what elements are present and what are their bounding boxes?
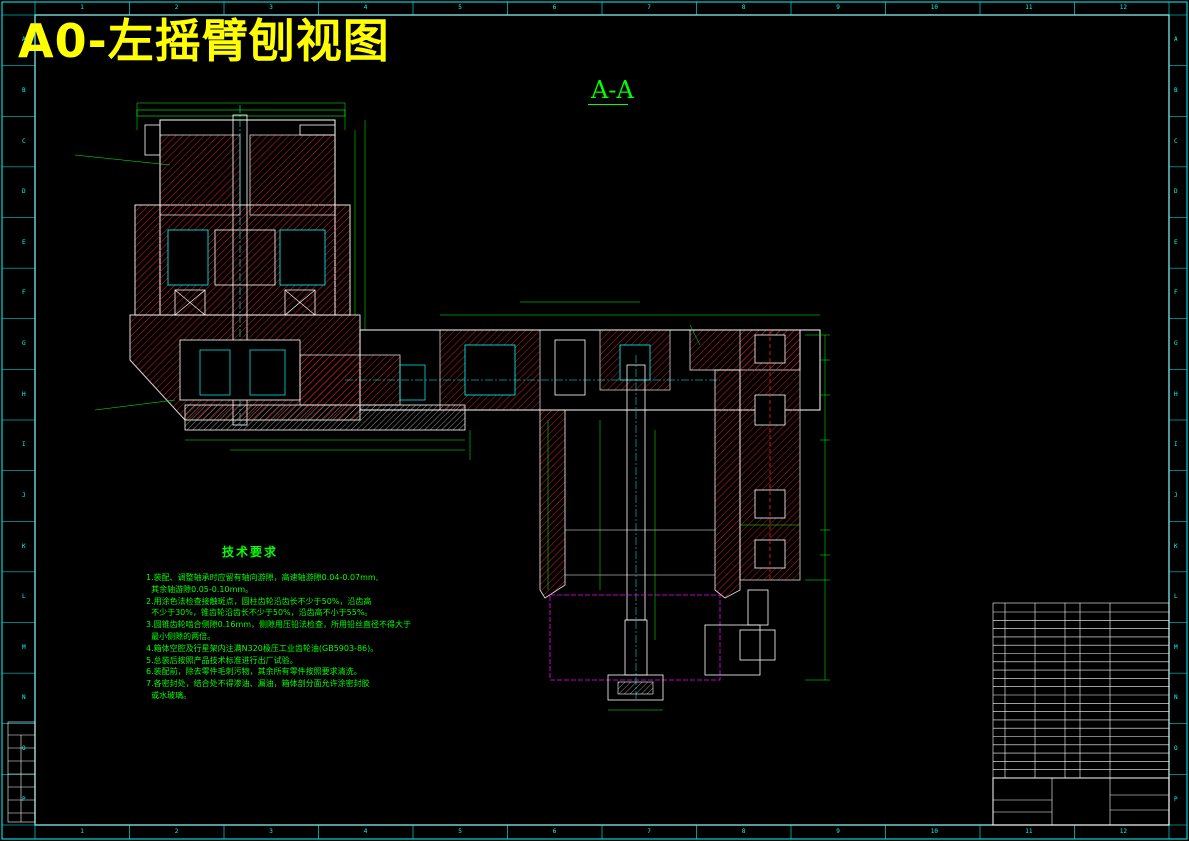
grid-row-label: F [1174,289,1178,297]
grid-column-label: 1 [80,4,84,11]
grid-column-label: 6 [552,4,557,11]
revision-block [7,721,36,823]
grid-row-label: F [22,289,26,297]
grid-row-label: I [22,441,26,449]
grid-row-label: L [22,593,26,601]
grid-row-label: A [1174,36,1178,44]
grid-row-label: E [1174,238,1178,246]
grid-row-label: H [22,390,26,398]
grid-row-label: K [1174,542,1178,550]
grid-row-label: G [1174,340,1178,348]
parts-list [992,602,1170,826]
grid-column-label: 3 [269,828,273,835]
tech-note: 最小侧隙的两倍。 [146,631,216,641]
tech-note: 其余轴游隙0.05-0.10mm。 [146,584,254,594]
grid-column-label: 5 [458,828,462,835]
grid-column-label: 2 [174,828,179,835]
tech-note: 6.装配前，除去零件毛刺污物，其余所有零件按照要求清洗。 [146,667,362,677]
grid-row-label: D [22,188,26,196]
rocker-arm-body [539,329,830,700]
dimension-lines [547,359,830,640]
tech-note: 2.用涂色法检查接触斑点，圆柱齿轮沿齿长不少于50%，沿齿高 [146,596,372,606]
grid-row-label: P [1174,795,1178,803]
section-underline [588,104,628,105]
lower-housing [129,314,466,451]
tech-note: 7.各密封处，结合处不得渗油、漏油，箱体剖分面允许涂密封胶 [146,679,370,689]
grid-row-label: M [22,643,26,651]
grid-row-label: O [1174,745,1178,753]
page-title: A0-左摇臂刨视图 [18,14,390,68]
grid-row-label: A [22,36,26,44]
tech-note: 1.装配、调整轴承时应留有轴向游隙，高速轴游隙0.04-0.07mm, [146,573,379,582]
tech-note: 3.圆锥齿轮啮合侧隙0.16mm，侧隙用压铅法检查，所用铅丝直径不得大于 [146,620,412,630]
leader-lines [74,154,701,460]
grid-column-label: 9 [836,4,840,11]
grid-column-label: 10 [930,828,938,835]
section-label: A-A [591,76,634,104]
grid-row-label: G [22,340,26,348]
grid-column-label: 4 [363,4,368,11]
grid-row-label: D [1174,188,1178,196]
grid-row-label: P [22,795,26,803]
grid-row-label: N [1174,694,1178,702]
grid-row-label: C [1174,137,1178,145]
grid-column-label: 6 [552,828,557,835]
grid-row-label: I [1174,441,1178,449]
grid-column-label: 3 [269,4,273,11]
grid-row-label: C [22,137,26,145]
tech-note: 不少于30%，锥齿轮沿齿长不少于50%，沿齿高不小于55%。 [146,608,373,618]
grid-column-label: 9 [836,828,840,835]
grid-row-label: M [1174,643,1178,651]
grid-column-label: 10 [930,4,938,11]
grid-column-label: 5 [458,4,462,11]
phantom-cutter-assembly [549,589,776,711]
tech-note: 5.总装后按照产品技术标准进行出厂试验。 [146,655,298,665]
grid-row-label: E [22,238,26,246]
grid-column-label: 8 [741,828,746,835]
grid-row-label: N [22,694,26,702]
grid-column-label: 12 [1119,828,1127,835]
grid-row-label: O [22,745,26,753]
grid-column-label: 4 [363,828,368,835]
grid-column-label: 7 [647,828,651,835]
grid-row-label: K [22,542,26,550]
grid-row-label: J [22,491,26,499]
upper-housing [134,102,366,426]
grid-column-label: 11 [1025,4,1033,11]
grid-column-label: 2 [174,4,179,11]
grid-column-label: 12 [1119,4,1127,11]
grid-row-label: B [22,86,26,94]
grid-column-label: 1 [80,828,84,835]
grid-row-label: J [1174,491,1178,499]
grid-row-label: H [1174,390,1178,398]
tech-note: 4.箱体空腔及行星架内注满N320极压工业齿轮油(GB5903-86)。 [146,643,379,653]
grid-column-label: 11 [1025,828,1033,835]
grid-column-label: 7 [647,4,651,11]
tech-note: 或水玻璃。 [146,690,192,700]
grid-row-label: B [1174,86,1178,94]
technical-requirements-list: 1.装配、调整轴承时应留有轴向游隙，高速轴游隙0.04-0.07mm, 其余轴游… [146,572,412,702]
technical-requirements-heading: 技术要求 [222,545,279,559]
middle-gear-train [299,301,821,411]
grid-row-label: L [1174,593,1178,601]
grid-column-label: 8 [741,4,746,11]
